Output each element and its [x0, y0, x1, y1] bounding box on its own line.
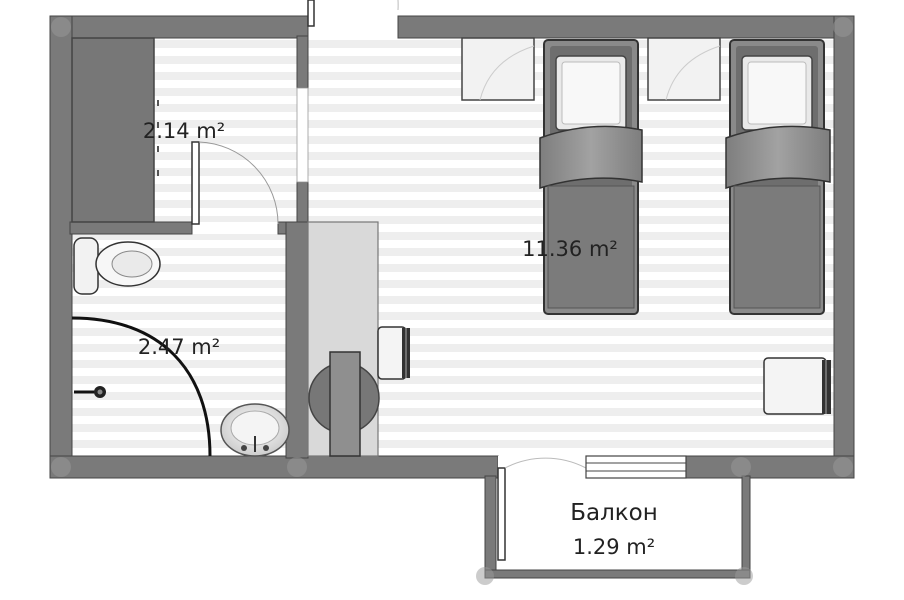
desk — [307, 221, 380, 457]
wall-top-right — [397, 15, 855, 39]
wall-left — [49, 15, 73, 479]
floors — [72, 36, 836, 574]
bed-1-blanket — [539, 125, 643, 190]
wall-right — [833, 15, 855, 479]
wardrobe — [71, 37, 159, 223]
entrance-door — [307, 0, 399, 27]
wall-closet-bath-left — [69, 221, 193, 235]
balcony-window — [585, 455, 687, 479]
wall-closet-right-upper — [296, 35, 309, 89]
shower-head-icon — [74, 386, 106, 398]
bed-1 — [539, 39, 643, 315]
bathroom-area-label: 2.47 m² — [138, 335, 220, 359]
corner-markers — [51, 17, 853, 585]
bed-2-blanket — [725, 125, 831, 190]
wall-balcony-bottom — [484, 569, 751, 579]
balcony-area-label: 1.29 m² — [573, 535, 655, 559]
balcony-door-swing — [504, 457, 587, 469]
balcony-floor — [496, 476, 744, 574]
balcony-opening — [498, 456, 586, 478]
desk-chair-back — [329, 351, 361, 457]
closet-door-swing — [198, 141, 279, 225]
closet-door — [191, 87, 309, 225]
wall-bottom-right — [685, 455, 855, 479]
wall-top-left — [49, 15, 309, 39]
wall-balcony-left — [484, 475, 497, 579]
shower-curtain — [71, 316, 212, 457]
nightstand-2 — [647, 37, 721, 101]
chair-2 — [763, 357, 831, 415]
bedroom-area-label: 11.36 m² — [522, 237, 618, 261]
wardrobe-body — [71, 37, 155, 223]
chair-1 — [377, 326, 410, 380]
closet-door-leaf — [191, 141, 200, 225]
balcony-door-leaf — [497, 467, 506, 561]
wall-bath-right — [285, 221, 309, 459]
entrance-door-leaf — [307, 0, 315, 27]
nightstand-1 — [461, 37, 535, 101]
bed-2 — [725, 39, 831, 315]
balcony-name-label: Балкон — [570, 500, 658, 526]
closet-opening — [296, 87, 309, 183]
toilet — [73, 237, 161, 295]
walls — [49, 15, 855, 579]
closet-area-label: 2.14 m² — [143, 119, 225, 143]
sink — [220, 403, 290, 457]
toilet-tank — [73, 237, 99, 295]
wall-balcony-right — [741, 475, 751, 579]
wall-bottom-left — [49, 455, 499, 479]
balcony-door — [497, 456, 587, 561]
